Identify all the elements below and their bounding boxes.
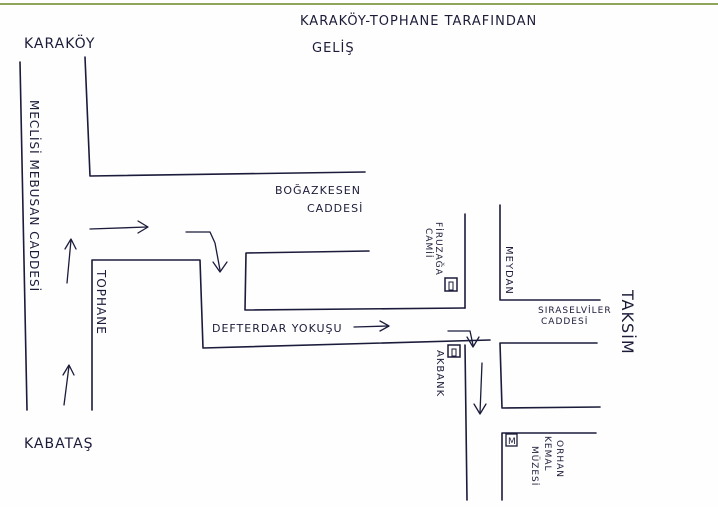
landmark-museum-line2: KEMAL (542, 436, 552, 472)
road-siraselviler-block (499, 342, 601, 409)
landmark-museum-line3: MÜZESİ (529, 446, 540, 486)
arrow-icon (64, 238, 77, 284)
header-line-1: KARAKÖY-TOPHANE TARAFINDAN (300, 12, 537, 29)
road-museum-block (501, 432, 597, 501)
arrow-icon (447, 330, 480, 348)
road-bogazkesen-block (244, 250, 466, 311)
street-defterdar: DEFTERDAR YOKUŞU (212, 322, 343, 335)
museum-marker-label: M (508, 437, 517, 447)
landmark-akbank: AKBANK (434, 350, 445, 397)
road-meclisi-west-edge (19, 61, 28, 411)
road-meydan (499, 204, 601, 301)
arrow-icon (353, 320, 390, 332)
place-kabatas: KABATAŞ (24, 436, 94, 452)
landmark-museum-line1: ORHAN (554, 440, 564, 478)
building-marker-icon (447, 344, 461, 358)
landmark-firuzaga-line2: CAMİİ (423, 228, 434, 259)
street-bogazkesen-line2: CADDESİ (307, 202, 363, 215)
landmark-firuzaga-line1: FİRUZAĞA (433, 222, 445, 276)
road-karakoy-block (84, 56, 366, 177)
arrow-icon (89, 220, 149, 234)
building-marker-icon (444, 277, 458, 292)
street-meydan: MEYDAN (503, 246, 514, 295)
arrow-icon (185, 231, 228, 273)
place-taksim: TAKSİM (618, 289, 637, 355)
arrow-icon (62, 364, 75, 406)
street-tophane: TOPHANE (94, 269, 108, 335)
street-siraselviler-line1: SIRASELVİLER (538, 305, 612, 316)
road-akbank-line (464, 344, 468, 501)
street-bogazkesen-line1: BOĞAZKESEN (275, 184, 361, 197)
header-line-2: GELİŞ (312, 40, 355, 56)
route-arrows (62, 220, 487, 415)
road-lines (19, 56, 601, 501)
place-karakoy: KARAKÖY (24, 34, 95, 52)
arrow-icon (473, 362, 487, 415)
road-tophane-block (91, 259, 491, 411)
building-marker-icon (505, 433, 518, 447)
street-meclisi-mebusan: MECLİSİ MEBUSAN CADDESİ (27, 100, 42, 292)
street-siraselviler-line2: CADDESİ (541, 316, 588, 327)
